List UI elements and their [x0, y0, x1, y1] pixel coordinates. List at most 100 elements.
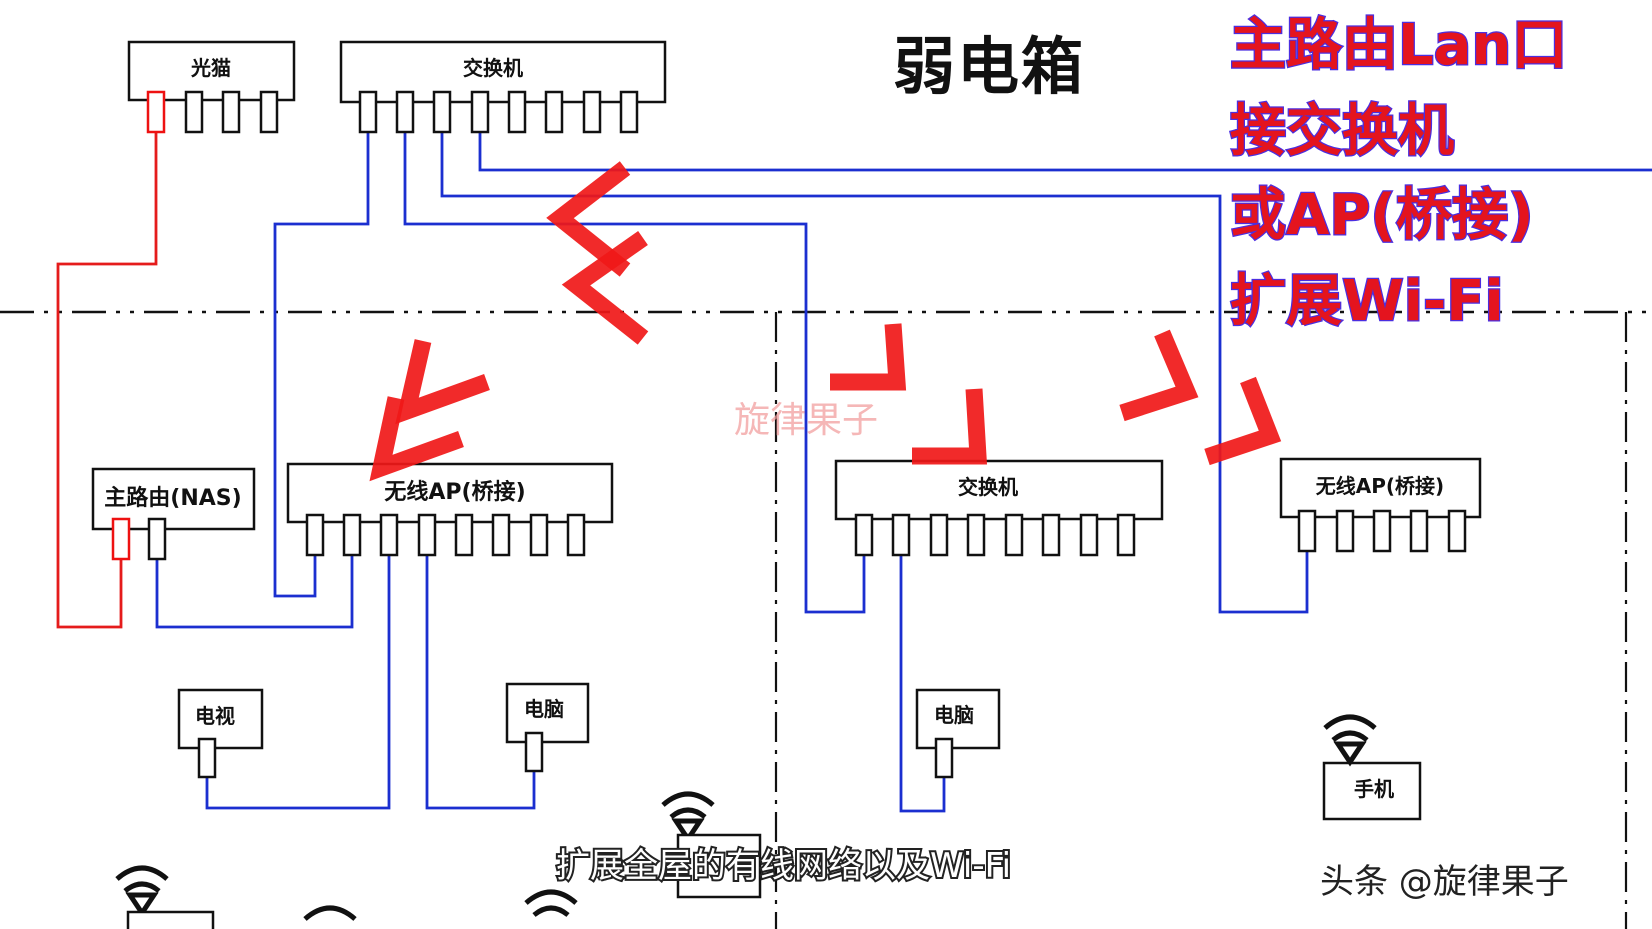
ap-port	[566, 513, 586, 557]
ap-port	[379, 513, 399, 557]
arrow-chevron	[1204, 376, 1282, 466]
cable-switch-to-pc	[899, 555, 946, 813]
cable-switch-offscreen	[478, 132, 1652, 172]
cable-switch-to-ap	[273, 132, 370, 598]
router-port-wan	[111, 517, 131, 561]
annotation-note: 主路由Lan口 接交换机 或AP(桥接) 扩展Wi-Fi	[1229, 12, 1569, 336]
arrow-chevron	[546, 161, 631, 277]
brand-watermark: 头条 @旋律果子	[1320, 862, 1569, 902]
pc-left-box	[505, 682, 590, 744]
ap-port	[342, 513, 362, 557]
arrow-chevron	[369, 396, 464, 482]
ap-port	[454, 513, 474, 557]
arrow-chevron	[1119, 329, 1199, 422]
note-line: 主路由Lan口	[1230, 13, 1567, 78]
switch-port	[1079, 513, 1099, 557]
tv-device: 电视	[177, 688, 264, 779]
ap-port	[529, 513, 549, 557]
pc-left-device: 电脑	[505, 682, 590, 773]
ap-port	[1409, 509, 1429, 553]
wiring	[56, 132, 1652, 813]
uplink-cable	[56, 132, 158, 629]
cable-switch-to-switch	[403, 132, 866, 614]
arrow-chevron	[912, 388, 988, 465]
switch-port	[966, 513, 986, 557]
subtitle-caption: 扩展全屋的有线网络以及Wi-Fi	[556, 846, 1011, 886]
wifi-icon	[115, 865, 169, 918]
pc-port	[524, 731, 544, 773]
red-arrows	[369, 161, 1282, 482]
tv-label: 电视	[195, 704, 235, 728]
arrow-chevron	[561, 231, 649, 345]
device-box-partial	[676, 833, 762, 899]
switch-port	[544, 90, 564, 134]
modem-port	[221, 90, 241, 134]
switch-port	[1041, 513, 1061, 557]
pc-port	[934, 737, 954, 779]
note-line: 接交换机	[1230, 99, 1454, 164]
switch-port	[929, 513, 949, 557]
modem-device: 光猫	[127, 40, 296, 134]
switch-port	[1004, 513, 1024, 557]
watermark-text: 旋律果子	[734, 400, 878, 441]
ap-port	[1372, 509, 1392, 553]
tv-box	[177, 688, 264, 750]
ap-port	[1335, 509, 1355, 553]
phone-box	[1322, 761, 1422, 821]
ap-port	[417, 513, 437, 557]
ap-right-device: 无线AP(桥接)	[1279, 457, 1482, 553]
wifi-icon	[1323, 714, 1377, 767]
device-box-partial	[126, 910, 215, 929]
switch-mid-box	[834, 459, 1164, 521]
pc-mid-box	[915, 688, 1001, 750]
pc-mid-device: 电脑	[915, 688, 1001, 779]
switch-port	[854, 513, 874, 557]
wifi-icon	[303, 905, 357, 921]
cable-ap-to-pc	[425, 555, 536, 810]
cable-switch-to-ap-right	[440, 132, 1309, 614]
phone-device: 手机	[1322, 761, 1422, 821]
arrow-chevron	[830, 323, 907, 391]
router-label: 主路由(NAS)	[104, 485, 241, 511]
switch-top-device: 交换机	[339, 40, 667, 134]
switch-mid-device: 交换机	[834, 459, 1164, 557]
wifi-icon	[524, 889, 578, 918]
ap-left-box	[286, 462, 614, 524]
page-title: 弱电箱	[893, 30, 1085, 103]
ap-right-label: 无线AP(桥接)	[1316, 474, 1444, 498]
switch-port	[1116, 513, 1136, 557]
switch-port	[432, 90, 452, 134]
switch-top-box	[339, 40, 667, 104]
note-line: 扩展Wi-Fi	[1230, 269, 1504, 334]
modem-label: 光猫	[190, 56, 231, 80]
wifi-icon	[661, 791, 715, 844]
modem-port	[184, 90, 204, 134]
switch-port	[470, 90, 490, 134]
ap-left-label: 无线AP(桥接)	[384, 479, 525, 505]
modem-port	[259, 90, 279, 134]
switch-port	[507, 90, 527, 134]
modem-box	[127, 40, 296, 102]
switch-port	[582, 90, 602, 134]
switch-mid-label: 交换机	[958, 475, 1018, 499]
switch-top-label: 交换机	[463, 56, 523, 80]
switch-port	[891, 513, 911, 557]
ap-port	[491, 513, 511, 557]
cable-router-to-ap	[155, 545, 354, 629]
phone-label: 手机	[1354, 777, 1394, 801]
switch-port	[395, 90, 415, 134]
cable-ap-to-tv	[205, 555, 391, 810]
modem-port-uplink	[146, 90, 166, 134]
pc-left-label: 电脑	[524, 697, 564, 721]
tv-port	[197, 737, 217, 779]
ap-port	[1447, 509, 1467, 553]
pc-mid-label: 电脑	[934, 703, 974, 727]
arrow-chevron	[395, 339, 490, 425]
switch-port	[619, 90, 639, 134]
ap-port	[305, 513, 325, 557]
router-port-lan	[147, 517, 167, 561]
ap-port	[1297, 509, 1317, 553]
router-device: 主路由(NAS)	[91, 467, 256, 561]
